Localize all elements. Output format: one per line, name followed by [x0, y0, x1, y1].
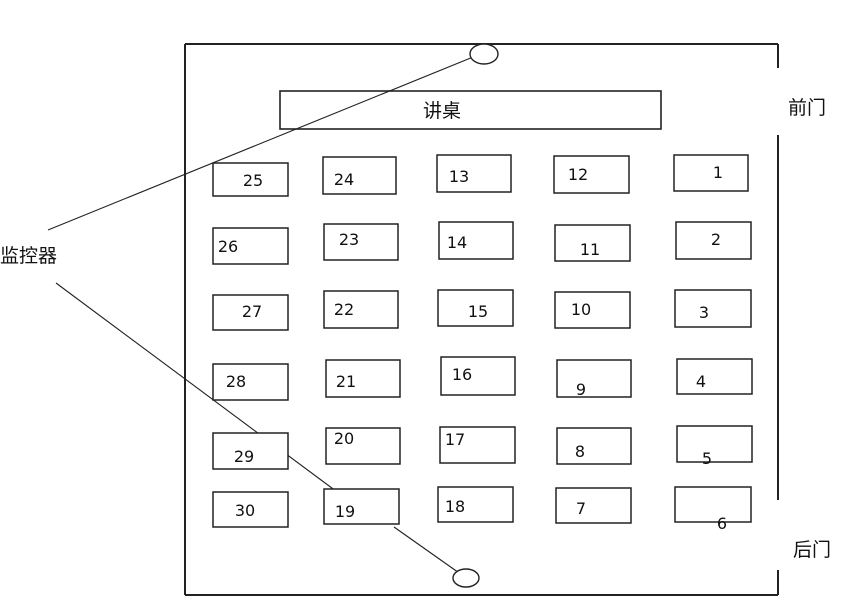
- desk-29: [212, 432, 289, 470]
- podium-label: 讲桌: [423, 100, 461, 122]
- seat-number: 26: [218, 237, 238, 256]
- seat-number: 25: [243, 171, 263, 190]
- seat-number: 12: [568, 165, 588, 184]
- desk-20: [325, 427, 401, 465]
- seat-number: 6: [717, 514, 727, 533]
- desk-2: [675, 221, 752, 260]
- desk-5: [676, 425, 753, 463]
- seat-number: 5: [702, 449, 712, 468]
- front-door-label: 前门: [788, 97, 826, 119]
- seat-number: 28: [226, 372, 246, 391]
- seat-number: 10: [571, 300, 591, 319]
- seat-number: 3: [699, 303, 709, 322]
- seat-number: 29: [234, 447, 254, 466]
- desk-4: [676, 358, 753, 395]
- desk-3: [674, 289, 752, 328]
- seat-number: 18: [445, 497, 465, 516]
- seat-number: 21: [336, 372, 356, 391]
- desk-21: [325, 359, 401, 398]
- desk-10: [554, 291, 631, 329]
- desk-17: [439, 426, 516, 464]
- seat-number: 27: [242, 302, 262, 321]
- seat-number: 7: [576, 499, 586, 518]
- seat-number: 23: [339, 230, 359, 249]
- desk-24: [322, 156, 397, 195]
- seat-number: 17: [445, 430, 465, 449]
- seat-number: 24: [334, 170, 354, 189]
- monitor-label: 监控器: [0, 245, 57, 267]
- monitor-wire-front: [47, 54, 479, 231]
- desk-12: [553, 155, 630, 194]
- desk-13: [436, 154, 512, 193]
- desk-6: [674, 486, 752, 523]
- back-camera: [452, 568, 480, 588]
- desk-23: [323, 223, 399, 261]
- desk-1: [673, 154, 749, 192]
- desk-7: [555, 487, 632, 524]
- desk-26: [212, 227, 289, 265]
- back-door-label: 后门: [793, 539, 831, 561]
- seat-number: 9: [576, 380, 586, 399]
- desk-15: [437, 289, 514, 327]
- seat-number: 20: [334, 429, 354, 448]
- desk-30: [212, 491, 289, 528]
- desk-8: [556, 427, 632, 465]
- desk-16: [440, 356, 516, 396]
- seat-number: 15: [468, 302, 488, 321]
- desk-9: [556, 359, 632, 398]
- desk-18: [437, 486, 514, 523]
- seat-number: 13: [449, 167, 469, 186]
- seat-number: 4: [696, 372, 706, 391]
- seat-number: 11: [580, 240, 600, 259]
- podium: [279, 90, 662, 130]
- desk-28: [212, 363, 289, 401]
- desk-25: [212, 162, 289, 197]
- desk-22: [323, 290, 399, 329]
- seat-number: 2: [711, 230, 721, 249]
- seat-number: 14: [447, 233, 467, 252]
- desk-11: [554, 224, 631, 262]
- seat-number: 1: [713, 163, 723, 182]
- seat-number: 8: [575, 442, 585, 461]
- monitor-wire-back-2: [393, 526, 463, 576]
- seat-number: 22: [334, 300, 354, 319]
- seat-number: 30: [235, 501, 255, 520]
- desk-19: [323, 488, 400, 525]
- monitor-wire-back-1: [55, 282, 349, 501]
- front-camera: [469, 43, 499, 65]
- desk-27: [212, 294, 289, 331]
- desk-14: [438, 221, 514, 260]
- seat-number: 19: [335, 502, 355, 521]
- seat-number: 16: [452, 365, 472, 384]
